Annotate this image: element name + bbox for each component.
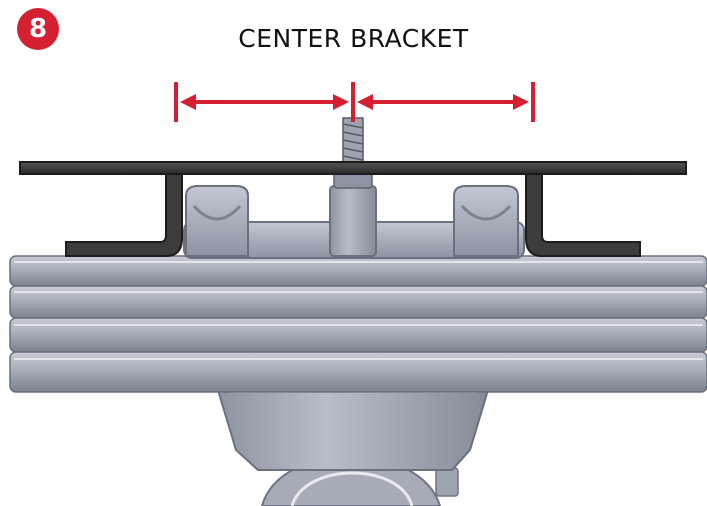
center-bracket-plate <box>19 161 687 257</box>
spring-perch <box>216 389 490 471</box>
dimension-arrows <box>174 82 535 122</box>
arrowhead-center-right <box>357 94 373 110</box>
arrowhead-right <box>513 94 529 110</box>
arrowhead-center-left <box>333 94 349 110</box>
step-number-badge: 8 <box>17 8 59 50</box>
arrowhead-left <box>180 94 196 110</box>
leaf-spring-pack <box>9 255 707 393</box>
diagram-title: CENTER BRACKET <box>238 24 469 53</box>
center-pin <box>333 117 373 189</box>
center-block <box>183 185 525 259</box>
